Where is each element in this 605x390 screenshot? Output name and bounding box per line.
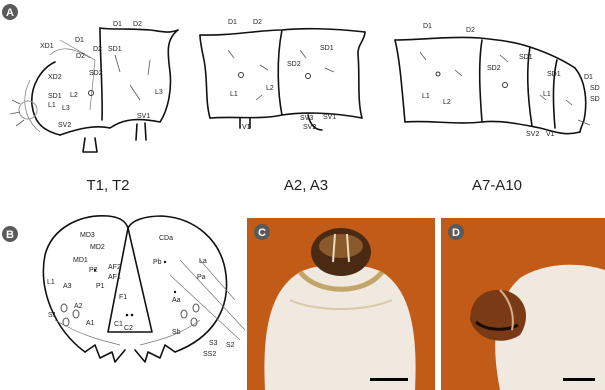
drawing-a23: [200, 29, 365, 130]
svg-text:SV2: SV2: [303, 124, 316, 131]
svg-text:B: B: [6, 229, 14, 241]
svg-text:D2: D2: [133, 21, 142, 28]
svg-text:CDa: CDa: [159, 235, 173, 242]
svg-text:L1: L1: [48, 102, 56, 109]
svg-text:F1: F1: [119, 294, 127, 301]
panel-label-A: A: [2, 4, 18, 20]
svg-text:SD1: SD1: [547, 71, 561, 78]
svg-text:XD1: XD1: [40, 43, 54, 50]
svg-text:SD1: SD1: [108, 46, 122, 53]
drawing-a710: [395, 37, 590, 133]
caption-a2-a3: A2, A3: [284, 177, 328, 194]
labels-head: MD3 MD2 MD1 P2 AF2 AF1 P1 L1 A3 A2 F1 A1…: [47, 232, 235, 358]
svg-text:SV3: SV3: [300, 115, 313, 122]
svg-text:C1: C1: [114, 321, 123, 328]
svg-text:SD2: SD2: [89, 70, 103, 77]
svg-text:SD: SD: [590, 85, 600, 92]
svg-text:Pb: Pb: [153, 259, 162, 266]
svg-text:D1: D1: [423, 23, 432, 30]
svg-text:D1: D1: [113, 21, 122, 28]
svg-text:D1: D1: [228, 19, 237, 26]
svg-text:SD1: SD1: [320, 45, 334, 52]
svg-text:D2: D2: [93, 46, 102, 53]
svg-text:SD1: SD1: [48, 93, 62, 100]
svg-text:AF2: AF2: [108, 264, 121, 271]
svg-text:SD2: SD2: [287, 61, 301, 68]
svg-text:Sb: Sb: [172, 329, 181, 336]
svg-text:SD1: SD1: [519, 54, 533, 61]
panel-label-B: B: [2, 226, 18, 242]
svg-text:MD3: MD3: [80, 232, 95, 239]
svg-text:D2: D2: [76, 53, 85, 60]
svg-text:XD2: XD2: [48, 74, 62, 81]
svg-text:AF1: AF1: [108, 274, 121, 281]
svg-text:S2: S2: [226, 342, 235, 349]
svg-text:SD: SD: [590, 96, 600, 103]
photo-d: D: [441, 218, 605, 390]
svg-text:D: D: [452, 227, 460, 239]
svg-text:L2: L2: [443, 99, 451, 106]
svg-text:V1: V1: [242, 124, 251, 131]
svg-text:C: C: [258, 227, 266, 239]
svg-text:A2: A2: [74, 303, 83, 310]
svg-text:SV2: SV2: [58, 122, 71, 129]
svg-text:S3: S3: [209, 340, 218, 347]
svg-text:A3: A3: [63, 283, 72, 290]
svg-text:V1: V1: [546, 131, 555, 138]
svg-text:L2: L2: [266, 85, 274, 92]
svg-text:L1: L1: [47, 279, 55, 286]
svg-text:L1: L1: [422, 93, 430, 100]
svg-text:C2: C2: [124, 325, 133, 332]
svg-text:S1: S1: [48, 312, 57, 319]
svg-text:Aa: Aa: [172, 297, 181, 304]
svg-text:MD2: MD2: [90, 244, 105, 251]
svg-text:P1: P1: [96, 283, 105, 290]
svg-text:L2: L2: [70, 92, 78, 99]
svg-text:La: La: [199, 258, 207, 265]
svg-text:P2: P2: [89, 267, 98, 274]
svg-text:L1: L1: [543, 91, 551, 98]
svg-text:MD1: MD1: [73, 257, 88, 264]
svg-text:A: A: [6, 7, 14, 19]
photo-c: C: [247, 218, 435, 390]
labels-a710: D1 D2 SD1 SD2 SD1 L1 L2 L1 D1 SD SD SV2 …: [422, 23, 600, 138]
caption-a7-a10: A7-A10: [472, 177, 522, 194]
svg-text:D1: D1: [75, 37, 84, 44]
svg-text:SV1: SV1: [323, 114, 336, 121]
svg-text:L3: L3: [62, 105, 70, 112]
svg-text:SV2: SV2: [526, 131, 539, 138]
svg-text:SS2: SS2: [203, 351, 216, 358]
svg-text:SD2: SD2: [487, 65, 501, 72]
svg-text:SV1: SV1: [137, 113, 150, 120]
svg-text:Pa: Pa: [197, 274, 206, 281]
svg-text:L1: L1: [230, 91, 238, 98]
svg-text:D1: D1: [584, 74, 593, 81]
svg-text:D2: D2: [466, 27, 475, 34]
svg-text:A1: A1: [86, 320, 95, 327]
caption-t1-t2: T1, T2: [86, 177, 129, 194]
svg-text:L3: L3: [155, 89, 163, 96]
svg-text:D2: D2: [253, 19, 262, 26]
